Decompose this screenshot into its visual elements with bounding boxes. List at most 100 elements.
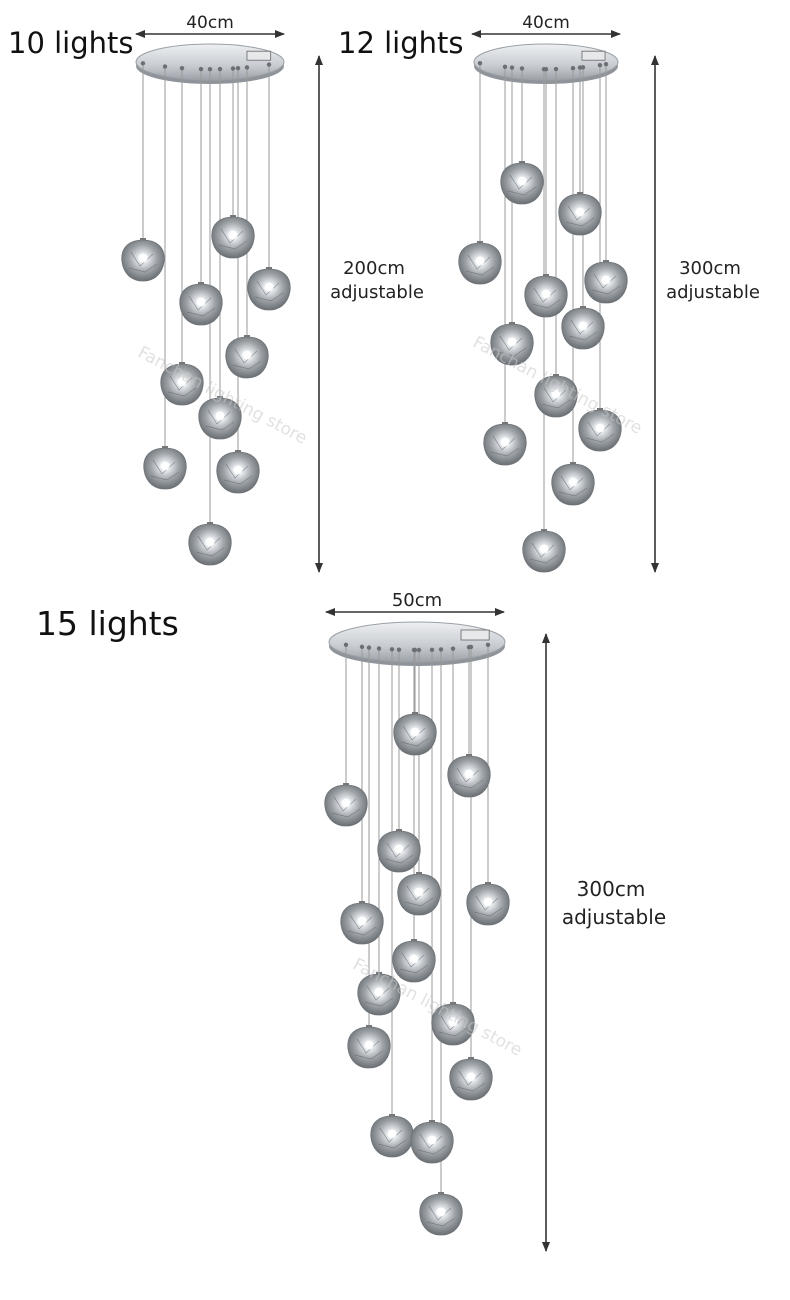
crystal-facet [438, 1015, 468, 1037]
bulb-glow [500, 437, 510, 447]
cable-grip [502, 64, 508, 70]
crystal-facet [568, 319, 598, 341]
product-title: 15 lights [36, 604, 179, 643]
cable-grip [366, 645, 372, 650]
crystal-pendant [578, 408, 622, 452]
crystal-pendant [179, 282, 223, 326]
crystal-facet [565, 205, 595, 227]
bulb-glow [517, 176, 527, 186]
crystal-facet [205, 409, 235, 431]
bulb-glow [177, 377, 187, 387]
bulb-glow [575, 207, 585, 217]
bulb-glow [541, 289, 551, 299]
canopy-connector [581, 50, 606, 61]
crystal-facet [195, 535, 225, 557]
canopy-width-label: 40cm [522, 13, 570, 33]
crystal-facet [128, 251, 158, 273]
bulb-glow [507, 337, 517, 347]
cable-grip [359, 644, 365, 650]
bulb-glow [410, 727, 420, 737]
crystal-facet [347, 914, 377, 936]
cable-grip [376, 646, 382, 651]
crystal-pendant [524, 274, 568, 318]
crystal-pendant [160, 362, 204, 406]
cable-grip [485, 642, 491, 647]
cable-grip [416, 647, 422, 653]
cable-grip [477, 60, 483, 66]
canopy-width-label: 50cm [392, 590, 442, 611]
cable-grip [468, 644, 474, 650]
bulb-glow [394, 844, 404, 854]
crystal-pendant [370, 1114, 414, 1158]
crystal-facet [454, 767, 484, 789]
crystal-pendant [324, 783, 368, 827]
crystal-pendant [198, 396, 242, 440]
crystal-facet [558, 475, 588, 497]
bulb-glow [539, 544, 549, 554]
cable-length-label: 300cm [577, 877, 646, 901]
product-title: 12 lights [338, 26, 464, 60]
crystal-facet [354, 1038, 384, 1060]
crystal-pendant [447, 754, 491, 798]
bulb-glow [138, 253, 148, 263]
cable-grip [230, 66, 236, 71]
bulb-glow [595, 423, 605, 433]
crystal-pendant [247, 267, 291, 311]
cable-grip [509, 65, 515, 70]
bulb-glow [414, 887, 424, 897]
crystal-facet [377, 1127, 407, 1149]
cable-grip [411, 647, 417, 653]
bulb-glow [601, 275, 611, 285]
crystal-pendant [449, 1057, 493, 1101]
product-title: 10 lights [8, 26, 134, 60]
bulb-glow [364, 1040, 374, 1050]
crystal-pendant [458, 241, 502, 285]
pendant-fixture: Fanchan lighting store [458, 43, 645, 573]
canopy [328, 621, 506, 663]
cable-grip [266, 62, 272, 67]
bulb-glow [551, 389, 561, 399]
cable-grip [519, 66, 525, 71]
crystal-facet [399, 952, 429, 974]
cable-grip [597, 62, 603, 68]
bulb-glow [466, 1072, 476, 1082]
cable-grip [217, 66, 223, 72]
crystal-pendant [466, 882, 510, 926]
bulb-glow [568, 477, 578, 487]
pendant-fixture: Fanchan lighting store [324, 621, 525, 1236]
cable-grip [438, 647, 444, 652]
crystal-pendant [522, 529, 566, 573]
cable-grip [450, 646, 456, 651]
cable-grip [343, 642, 349, 647]
crystal-pendant [143, 446, 187, 490]
crystal-pendant [431, 1002, 475, 1046]
crystal-pendant [483, 422, 527, 466]
crystal-facet [150, 459, 180, 481]
canopy-width-label: 40cm [186, 13, 234, 33]
product-15-lights: 15 lights 50cm 300cm adjustable Fanchan … [36, 590, 666, 1252]
bulb-glow [160, 461, 170, 471]
bulb-glow [341, 798, 351, 808]
crystal-pendant [419, 1192, 463, 1236]
bulb-glow [464, 769, 474, 779]
canopy-connector [460, 629, 490, 641]
crystal-facet [585, 421, 615, 443]
cable-grip [179, 65, 185, 71]
bulb-glow [228, 230, 238, 240]
crystal-pendant [377, 829, 421, 873]
crystal-pendant [347, 1025, 391, 1069]
bulb-glow [242, 350, 252, 360]
crystal-pendant [410, 1120, 454, 1164]
bulb-glow [448, 1017, 458, 1027]
crystal-facet [167, 375, 197, 397]
bulb-glow [205, 537, 215, 547]
crystal-facet [426, 1205, 456, 1227]
crystal-facet [529, 542, 559, 564]
cable-length-label: 300cm [679, 258, 741, 279]
cable-grip [389, 647, 395, 652]
crystal-facet [531, 287, 561, 309]
bulb-glow [427, 1135, 437, 1145]
cable-grip [162, 64, 168, 69]
product-10-lights: 10 lights 40cm 200cm adjustable Fanchan … [8, 13, 424, 573]
